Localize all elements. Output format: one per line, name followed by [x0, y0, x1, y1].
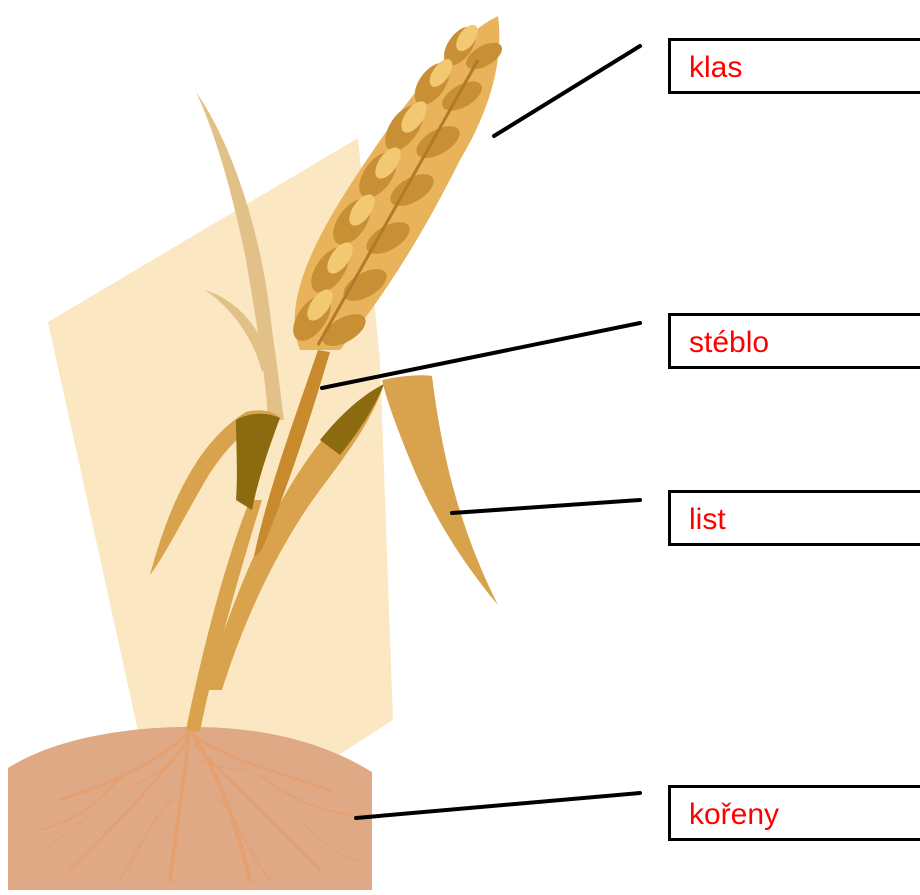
- leader-line-klas: [494, 46, 640, 136]
- label-box-list: list: [668, 490, 920, 546]
- label-list: list: [689, 503, 726, 537]
- label-klas: klas: [689, 51, 742, 85]
- leader-line-koreny: [356, 793, 640, 818]
- label-box-klas: klas: [668, 38, 920, 94]
- label-steblo: stéblo: [689, 326, 769, 360]
- label-box-koreny: kořeny: [668, 785, 920, 841]
- leader-line-list: [452, 500, 640, 513]
- soil-mound: [8, 727, 372, 890]
- label-box-steblo: stéblo: [668, 313, 920, 369]
- label-koreny: kořeny: [689, 798, 779, 832]
- leaf-right: [382, 375, 498, 605]
